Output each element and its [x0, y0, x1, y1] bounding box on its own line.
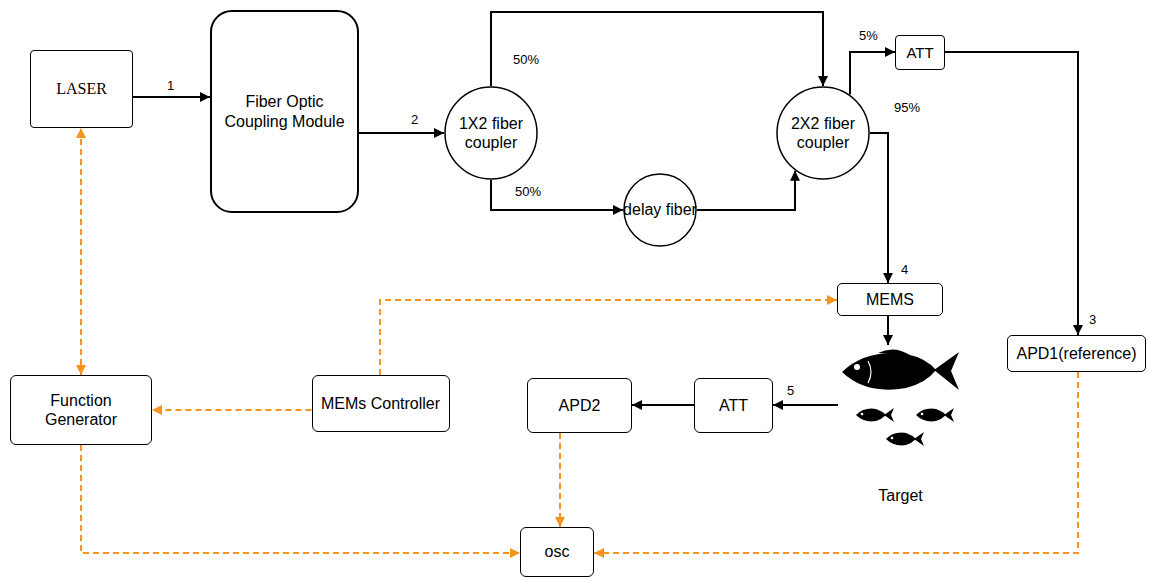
fish-body	[886, 432, 924, 446]
node-label: Target	[878, 486, 922, 505]
circle-outline	[444, 86, 538, 180]
node-label: MEMs Controller	[321, 394, 440, 413]
function-generator-box: Function Generator	[10, 375, 152, 445]
fish-illustration	[838, 345, 963, 465]
coupler-circle: 2X2 fiber coupler	[776, 86, 870, 180]
fish-body	[842, 353, 936, 390]
laser-box: LASER	[30, 50, 133, 128]
target-illustration: Target	[838, 345, 963, 505]
fish-eye	[921, 413, 924, 416]
fiber-link	[491, 180, 623, 210]
mems-box: MEMS	[837, 283, 943, 316]
delay-fiber-circle: delay fiber	[623, 173, 697, 247]
signal-line	[594, 372, 1078, 553]
attenuator-box: ATT	[694, 378, 773, 433]
fiber-link	[632, 404, 694, 406]
small-fish	[856, 408, 894, 422]
split-ratio: 50%	[512, 52, 540, 67]
node-label: ATT	[719, 396, 748, 415]
callout-number: 3	[1088, 312, 1097, 327]
split-ratio: 5%	[858, 28, 879, 43]
node-label: APD2	[559, 396, 601, 415]
circle-outline	[776, 86, 870, 180]
small-fish	[886, 432, 924, 446]
fiber-link	[491, 12, 823, 86]
oscilloscope-box: osc	[520, 527, 594, 577]
node-label: delay fiber	[623, 200, 697, 219]
fiber-link	[773, 404, 838, 406]
callout-number: 5	[786, 383, 795, 398]
node-label: Function Generator	[17, 391, 145, 429]
node-label: 1X2 fiber coupler	[444, 114, 538, 152]
node-label: APD1(reference)	[1016, 344, 1136, 363]
fish-body	[856, 408, 894, 422]
signal-line	[152, 409, 312, 411]
signal-line	[80, 128, 82, 375]
detector-box: APD2	[527, 378, 632, 433]
fish-eye	[891, 437, 894, 440]
node-label: osc	[545, 542, 570, 561]
fiber-link	[850, 52, 895, 95]
fiber-link	[133, 96, 210, 98]
split-ratio: 95%	[893, 100, 921, 115]
fiber-link	[697, 171, 795, 210]
fish-tail	[934, 352, 959, 390]
callout-number: 4	[900, 262, 909, 277]
fiber-link	[870, 133, 888, 283]
signal-line	[559, 433, 561, 527]
fish-fin	[878, 349, 910, 355]
coupler-outline	[624, 174, 696, 246]
fish-body	[916, 408, 954, 422]
fish-eye	[854, 364, 860, 370]
node-label: MEMS	[866, 290, 914, 309]
callout-number: 2	[410, 112, 419, 127]
coupler-outline	[777, 87, 869, 179]
attenuator-box: ATT	[895, 35, 945, 70]
fish-eye	[861, 413, 864, 416]
fiber-link	[359, 132, 444, 134]
fiber-link	[945, 52, 1078, 335]
coupler-circle: 1X2 fiber coupler	[444, 86, 538, 180]
node-label: ATT	[906, 44, 933, 62]
coupler-outline	[445, 87, 537, 179]
split-ratio: 50%	[514, 184, 542, 199]
signal-line	[380, 300, 837, 375]
small-fish	[916, 408, 954, 422]
big-fish	[842, 349, 959, 390]
coupling-module-box: Fiber Optic Coupling Module	[210, 10, 359, 213]
fish-gill	[868, 361, 871, 383]
detector-box: APD1(reference)	[1007, 335, 1146, 372]
callout-number: 1	[166, 78, 175, 93]
signal-line	[81, 445, 520, 553]
fiber-link	[887, 316, 889, 345]
node-label: 2X2 fiber coupler	[776, 114, 870, 152]
node-label: LASER	[56, 79, 107, 98]
node-label: Fiber Optic Coupling Module	[218, 92, 351, 130]
controller-box: MEMs Controller	[312, 375, 450, 432]
